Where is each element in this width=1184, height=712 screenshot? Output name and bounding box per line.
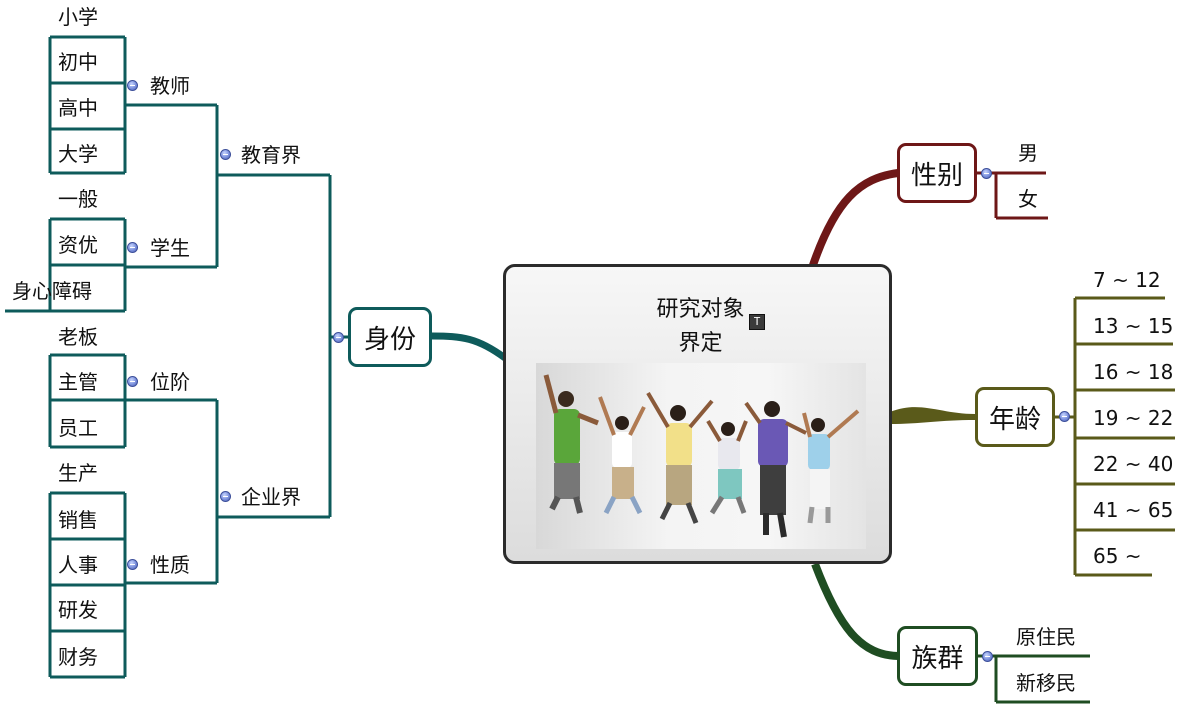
- leaf-topic[interactable]: 19 ~ 22: [1093, 406, 1174, 430]
- leaf-topic[interactable]: 一般: [58, 187, 98, 211]
- leaf-topic[interactable]: 13 ~ 15: [1093, 314, 1174, 338]
- collapse-icon[interactable]: [1059, 411, 1070, 422]
- collapse-icon[interactable]: [127, 80, 138, 91]
- leaf-topic[interactable]: 人事: [58, 553, 98, 577]
- person-figure: [543, 374, 599, 514]
- leaf-topic[interactable]: 高中: [58, 96, 98, 120]
- leaf-topic[interactable]: 16 ~ 18: [1093, 360, 1174, 384]
- age-node[interactable]: 年龄: [975, 387, 1055, 447]
- central-topic-title: 研究对象 界定: [506, 293, 895, 361]
- central-topic-line2: 界定: [678, 331, 723, 356]
- collapse-icon[interactable]: [220, 149, 231, 160]
- central-topic-line1: 研究对象: [656, 297, 745, 322]
- collapse-icon[interactable]: [333, 332, 344, 343]
- leaf-topic[interactable]: 销售: [58, 508, 98, 532]
- gender-node[interactable]: 性别: [897, 143, 977, 203]
- leaf-topic[interactable]: 女: [1018, 187, 1038, 211]
- person-figure: [802, 409, 860, 524]
- leaf-topic[interactable]: 65 ~: [1093, 544, 1142, 568]
- leaf-topic[interactable]: 小学: [58, 5, 98, 29]
- person-figure: [744, 401, 807, 538]
- ethnic-node[interactable]: 族群: [897, 626, 978, 686]
- leaf-topic[interactable]: 生产: [58, 461, 98, 485]
- leaf-topic[interactable]: 大学: [58, 142, 98, 166]
- collapse-icon[interactable]: [127, 559, 138, 570]
- leaf-topic[interactable]: 研发: [58, 598, 98, 622]
- jumping-people-photo: [536, 363, 866, 549]
- leaf-topic[interactable]: 财务: [58, 645, 98, 669]
- leaf-topic[interactable]: 主管: [58, 370, 98, 394]
- collapse-icon[interactable]: [982, 651, 993, 662]
- leaf-topic[interactable]: 7 ~ 12: [1093, 268, 1161, 292]
- collapse-icon[interactable]: [981, 168, 992, 179]
- rank-node[interactable]: 位阶: [150, 370, 190, 394]
- leaf-topic[interactable]: 原住民: [1016, 625, 1076, 649]
- teacher-node[interactable]: 教师: [150, 74, 190, 98]
- leaf-topic[interactable]: 初中: [58, 50, 98, 74]
- person-figure: [646, 391, 714, 524]
- collapse-icon[interactable]: [127, 376, 138, 387]
- student-node[interactable]: 学生: [150, 236, 190, 260]
- note-icon[interactable]: T: [749, 314, 765, 330]
- leaf-topic[interactable]: 22 ~ 40: [1093, 452, 1174, 476]
- identity-node[interactable]: 身份: [348, 307, 432, 367]
- central-topic-node[interactable]: 研究对象 界定 T: [503, 264, 892, 564]
- enterprise-node[interactable]: 企业界: [241, 485, 301, 509]
- person-figure: [598, 396, 646, 515]
- leaf-topic[interactable]: 41 ~ 65: [1093, 498, 1174, 522]
- education-node[interactable]: 教育界: [241, 143, 301, 167]
- leaf-topic[interactable]: 资优: [58, 233, 98, 257]
- nature-node[interactable]: 性质: [150, 553, 190, 577]
- person-figure: [706, 419, 748, 515]
- leaf-topic[interactable]: 老板: [58, 325, 98, 349]
- collapse-icon[interactable]: [220, 491, 231, 502]
- leaf-topic[interactable]: 身心障碍: [12, 279, 92, 303]
- collapse-icon[interactable]: [127, 242, 138, 253]
- leaf-topic[interactable]: 男: [1018, 141, 1038, 165]
- leaf-topic[interactable]: 员工: [58, 416, 98, 440]
- leaf-topic[interactable]: 新移民: [1016, 671, 1076, 695]
